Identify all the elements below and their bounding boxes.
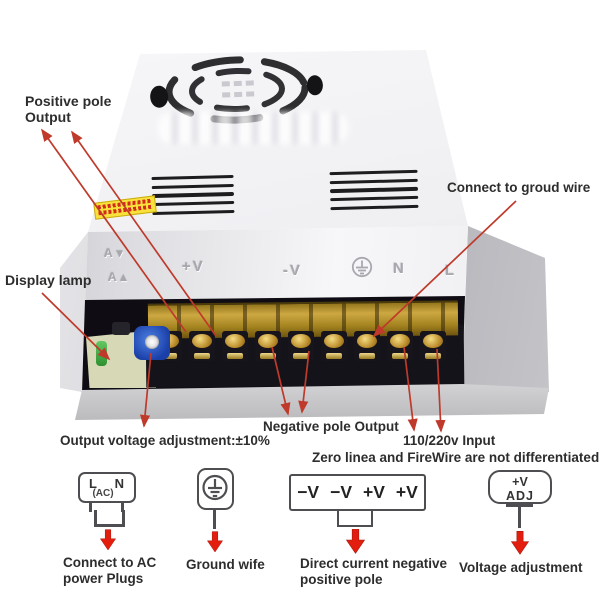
caption-dc-line1: Direct current negative [300, 556, 448, 571]
label-input-voltage: 110/220v Input [403, 433, 496, 448]
terminal-label-positive: +V [182, 258, 205, 275]
caption-dc-line2: positive pole [300, 572, 383, 587]
adjuster-lead-line [518, 507, 521, 528]
earth-ground-icon [202, 474, 228, 501]
caption-dc-terminals: Direct current negative positive pole [300, 556, 447, 588]
terminal-screw [321, 331, 347, 361]
terminal-screw [420, 331, 446, 361]
label-negative-pole: Negative pole Output [263, 419, 399, 434]
terminal-label-neutral: N [393, 260, 404, 277]
legend-ac-plug-box: L N (AC) [78, 472, 136, 503]
embossed-mark-top: A▾ [104, 246, 127, 260]
earth-ground-embossed-icon [351, 256, 373, 278]
label-positive-pole-line2: Output [25, 109, 71, 125]
ac-plug-n-label: N [114, 476, 124, 491]
down-arrow-icon [207, 531, 223, 553]
label-ground-wire: Connect to groud wire [447, 180, 591, 195]
adjuster-label-line2: ADJ [505, 489, 534, 503]
dc-terminal-label: +V [363, 482, 385, 502]
plug-prong [121, 502, 124, 512]
voltage-adjust-potentiometer [134, 326, 170, 360]
dc-terminal-label: −V [297, 482, 320, 502]
legend-dc-terminals-box: −V −V +V +V [289, 474, 426, 511]
pcb-component [112, 322, 130, 335]
terminal-label-live: L [445, 262, 455, 279]
adjuster-label-line1: +V [512, 475, 528, 489]
caption-ac-plug: Connect to AC power Plugs [63, 555, 156, 587]
ac-plug-l-label: L [89, 476, 97, 491]
caption-ac-plug-line1: Connect to AC [63, 555, 157, 570]
plug-bracket [94, 510, 125, 527]
dc-terminal-label: +V [395, 482, 418, 502]
label-zero-line-note: Zero linea and FireWire are not differen… [312, 450, 600, 465]
adjuster-lead-bar [506, 504, 533, 507]
embossed-watermark [158, 112, 348, 144]
terminal-screw [189, 331, 215, 361]
ground-lead-line [213, 510, 216, 529]
terminal-screw [222, 331, 248, 361]
terminal-screw [387, 331, 413, 361]
down-arrow-icon [100, 529, 116, 551]
label-positive-pole-line1: Positive pole [25, 93, 112, 109]
legend-adjuster-box: +V ADJ [488, 470, 552, 504]
terminal-screw [255, 331, 281, 361]
dc-terminal-label: −V [330, 482, 352, 502]
dc-bracket [337, 511, 373, 527]
caption-ground: Ground wife [186, 557, 265, 572]
label-positive-pole: Positive pole Output [25, 93, 111, 125]
terminal-screw [288, 331, 314, 361]
down-arrow-icon [511, 531, 529, 555]
caption-ac-plug-line2: power Plugs [63, 571, 144, 586]
label-output-voltage: Output voltage adjustment:±10% [60, 433, 270, 448]
plug-prong [89, 502, 92, 512]
legend-ground-box [197, 468, 234, 510]
terminal-label-negative: -V [283, 262, 302, 279]
embossed-mark-bottom: A▴ [108, 270, 131, 284]
label-display-lamp: Display lamp [5, 272, 92, 288]
down-arrow-icon [346, 529, 365, 554]
caption-adjuster: Voltage adjustment [459, 560, 583, 575]
ac-plug-ac-label: (AC) [92, 488, 114, 499]
